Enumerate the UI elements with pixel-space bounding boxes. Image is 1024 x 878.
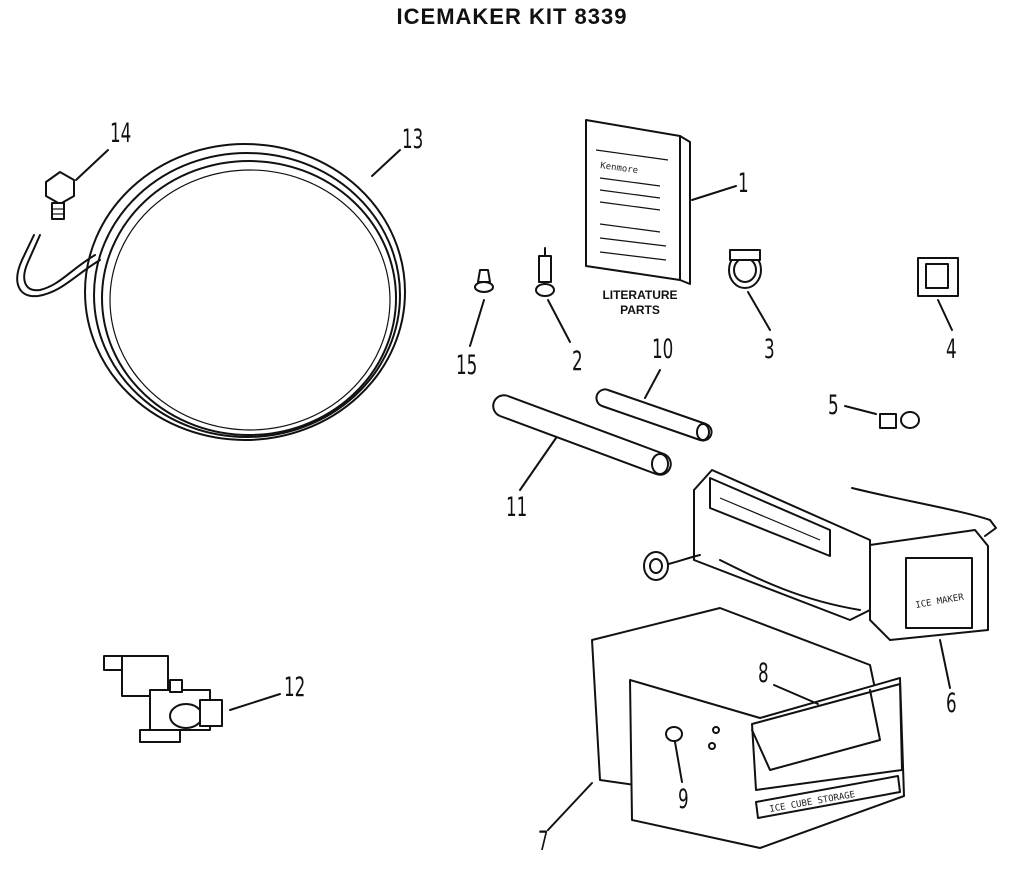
leader-13	[371, 149, 401, 177]
small-screw	[469, 269, 494, 347]
wire-clip	[844, 405, 920, 429]
callout-12: 12	[284, 672, 306, 703]
water-valve	[103, 655, 281, 743]
callout-5: 5	[828, 390, 839, 421]
icemaker-unit	[643, 469, 997, 689]
callout-1: 1	[738, 168, 749, 199]
literature-label: LITERATURE PARTS	[590, 288, 690, 318]
diagram-title: ICEMAKER KIT 8339	[396, 4, 628, 29]
callout-8: 8	[758, 658, 769, 689]
hose-clamp	[728, 249, 771, 331]
callout-13: 13	[402, 124, 424, 155]
callout-3: 3	[764, 334, 775, 365]
literature-label-line-1: LITERATURE	[602, 288, 678, 302]
callout-10: 10	[652, 334, 674, 365]
ice-bin	[547, 607, 905, 849]
literature-label-line-2: PARTS	[620, 303, 660, 317]
short-tube	[595, 369, 713, 442]
callout-15: 15	[456, 350, 478, 381]
long-tube	[492, 394, 672, 491]
callout-6: 6	[946, 688, 957, 719]
compression-nut	[45, 149, 109, 220]
callout-14: 14	[110, 118, 132, 149]
square-plate	[917, 257, 959, 331]
literature-booklet	[585, 119, 737, 285]
callout-7: 7	[538, 826, 549, 857]
callout-4: 4	[946, 334, 957, 365]
callout-2: 2	[572, 346, 583, 377]
callout-9: 9	[678, 784, 689, 815]
callout-11: 11	[506, 492, 528, 523]
plug-screw	[535, 247, 571, 343]
coiled-tubing	[16, 143, 406, 441]
